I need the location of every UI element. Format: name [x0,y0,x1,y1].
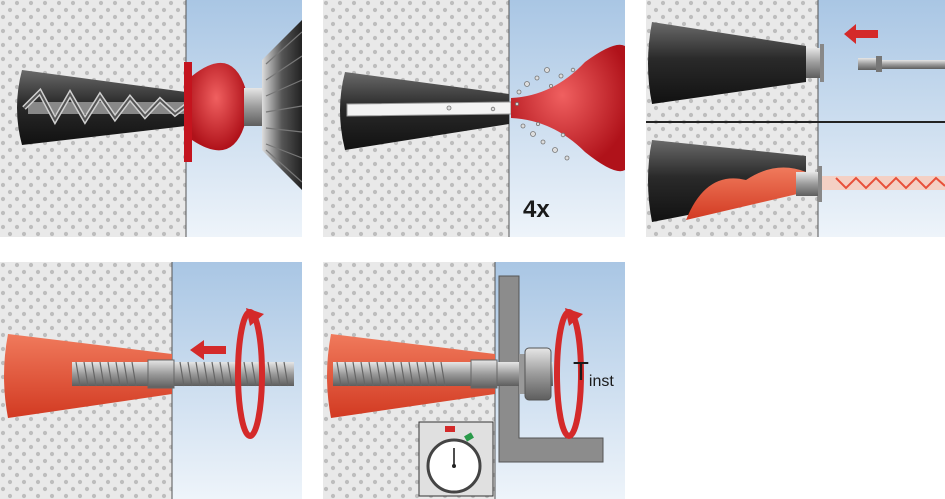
drill-guard [184,62,192,162]
fixture-plate [498,275,604,463]
step-inject-mortar [646,0,945,237]
drill-chuck-icon [244,20,302,190]
insert-arrow [844,24,878,44]
step-drill-hole [0,0,302,237]
air-region [818,0,945,237]
torque-label: Tinst [573,356,614,390]
threaded-rod-icon [72,361,294,387]
step-insert-rod [0,262,302,499]
dust-cup [192,62,246,151]
hex-nut [524,347,552,401]
mortar-fill [686,167,806,220]
step-clean-hole: 4x [323,0,625,237]
washer [519,354,525,394]
sieve-sleeve [470,359,498,389]
repeat-count: 4x [523,196,550,223]
rotation-arrow-icon [235,308,265,439]
insert-arrow [190,340,226,360]
stopwatch-icon [418,421,494,497]
step-apply-torque: Tinst [323,262,625,499]
threaded-rod-icon [333,361,553,387]
sieve-sleeve [147,359,175,389]
blow-pump-icon [511,44,625,172]
drilled-hole [648,22,806,104]
dust-particles [446,67,576,161]
rotation-arrow-icon [554,308,584,439]
blow-tube [346,101,512,117]
dispenser-nozzle-icon [858,56,945,72]
